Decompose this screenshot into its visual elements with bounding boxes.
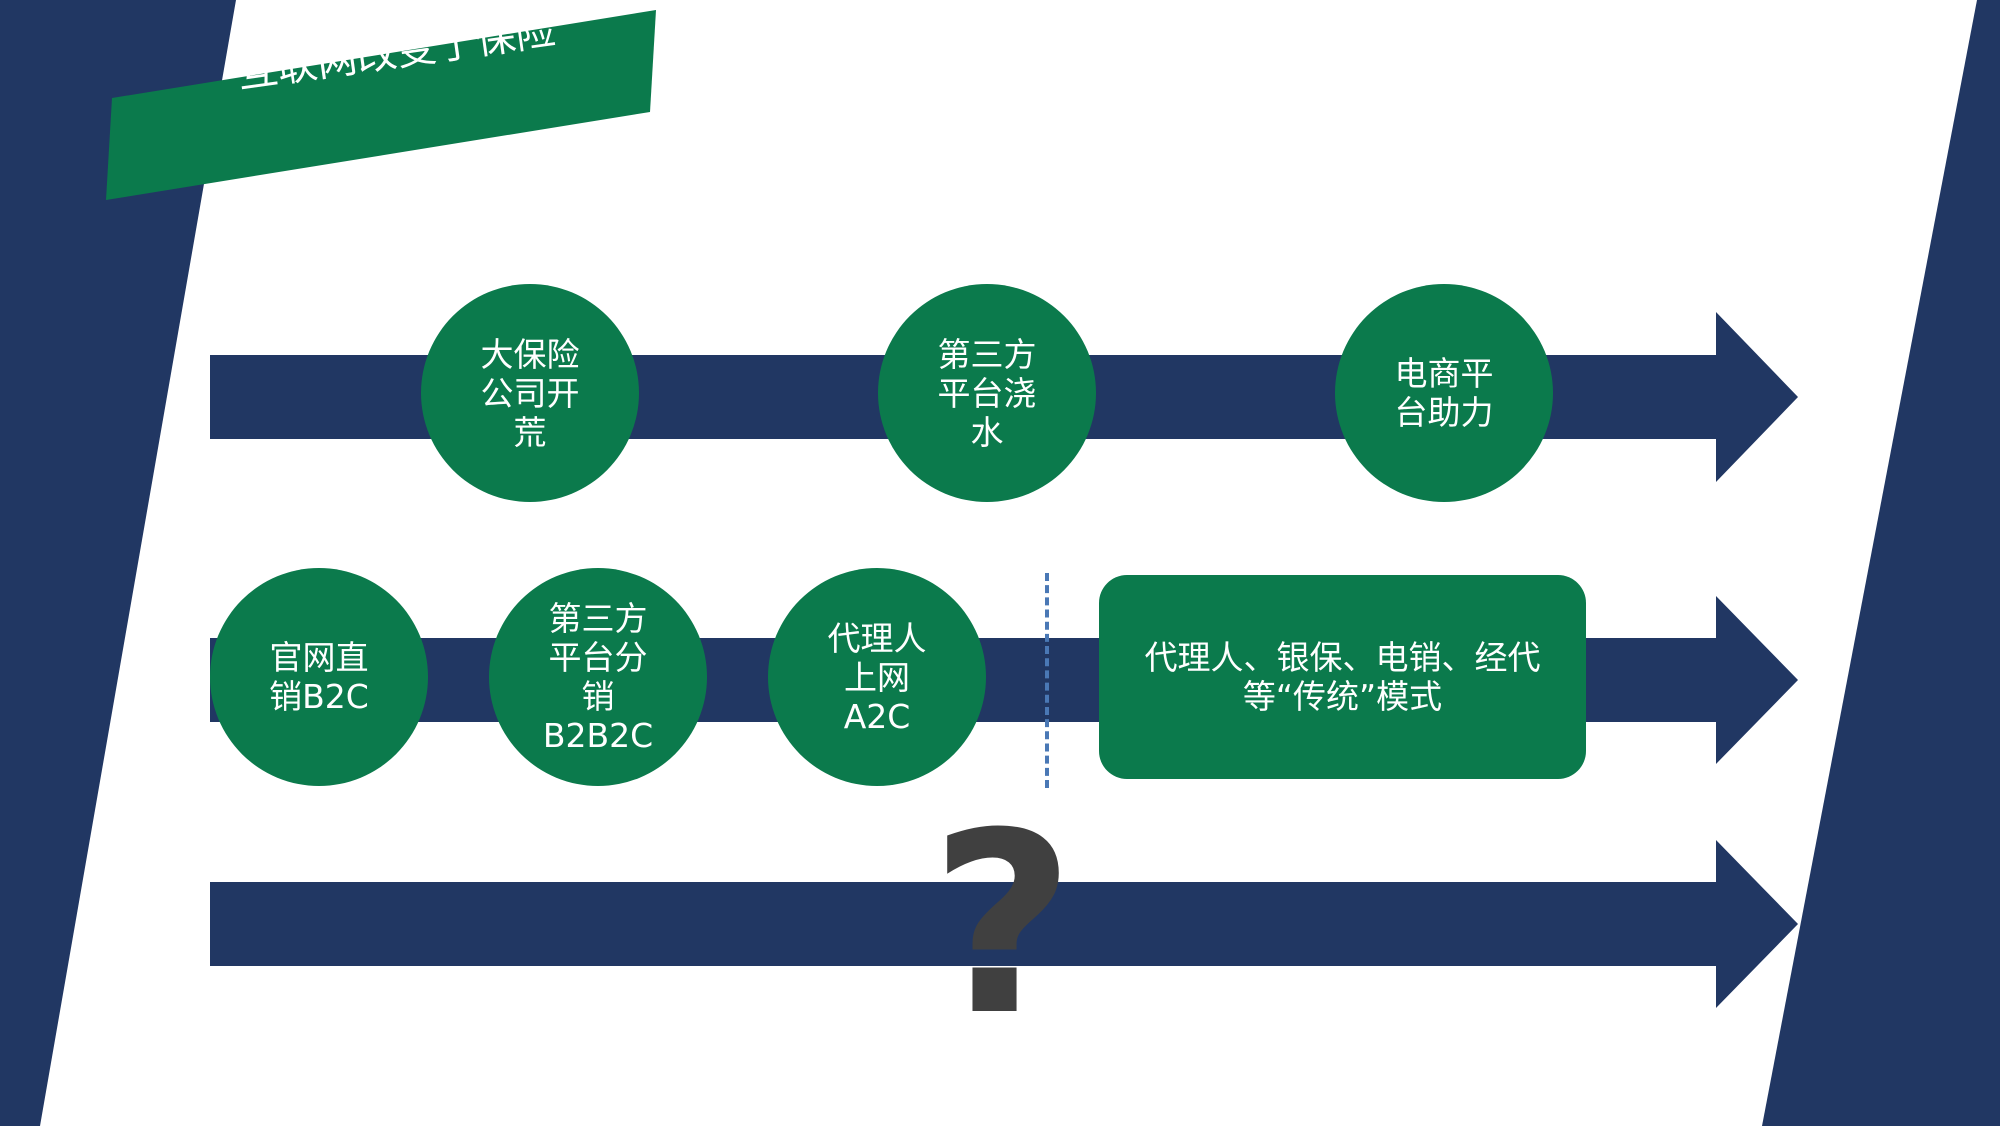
stage-label-line: 水	[970, 412, 1004, 452]
stage-circle-third-party: 第三方 平台浇 水	[878, 284, 1096, 502]
channel-label-line: 官网直	[269, 638, 369, 677]
stage-label-line: 电商平	[1394, 354, 1494, 393]
channel-label-line: 第三方	[548, 599, 648, 638]
title-banner	[106, 10, 656, 200]
dashed-divider	[1045, 573, 1049, 788]
stage-label-line: 第三方	[937, 334, 1037, 374]
channel-circle-b2c: 官网直 销B2C	[210, 568, 428, 786]
stage-label-line: 台助力	[1394, 393, 1494, 432]
channel-circle-a2c: 代理人 上网 A2C	[768, 568, 986, 786]
channel-label-line: B2B2C	[542, 716, 654, 755]
stage-label-line: 平台浇	[937, 373, 1037, 413]
traditional-label-line: 等“传统”模式	[1242, 677, 1443, 716]
channel-label-line: 代理人	[827, 618, 927, 658]
right-navy-panel	[1762, 0, 2000, 1126]
traditional-model-box: 代理人、银保、电销、经代 等“传统”模式	[1099, 575, 1586, 779]
channel-label-line: 销	[581, 677, 615, 716]
stage-circle-ecommerce: 电商平 台助力	[1335, 284, 1553, 502]
channel-label-line: 平台分	[548, 638, 648, 677]
channel-circle-b2b2c: 第三方 平台分 销 B2B2C	[489, 568, 707, 786]
channel-label-line: A2C	[843, 696, 911, 736]
stage-label-line: 大保险	[480, 334, 580, 374]
stage-label-line: 荒	[513, 412, 547, 452]
traditional-label-line: 代理人、银保、电销、经代	[1144, 638, 1541, 677]
question-mark: ?	[930, 779, 1076, 1070]
stage-circle-big-insurer: 大保险 公司开 荒	[421, 284, 639, 502]
left-navy-panel	[0, 0, 236, 1126]
channel-label-line: 销B2C	[269, 677, 369, 716]
channel-label-line: 上网	[844, 657, 910, 697]
arrow-row-3	[210, 840, 1798, 1008]
stage-label-line: 公司开	[480, 373, 580, 413]
